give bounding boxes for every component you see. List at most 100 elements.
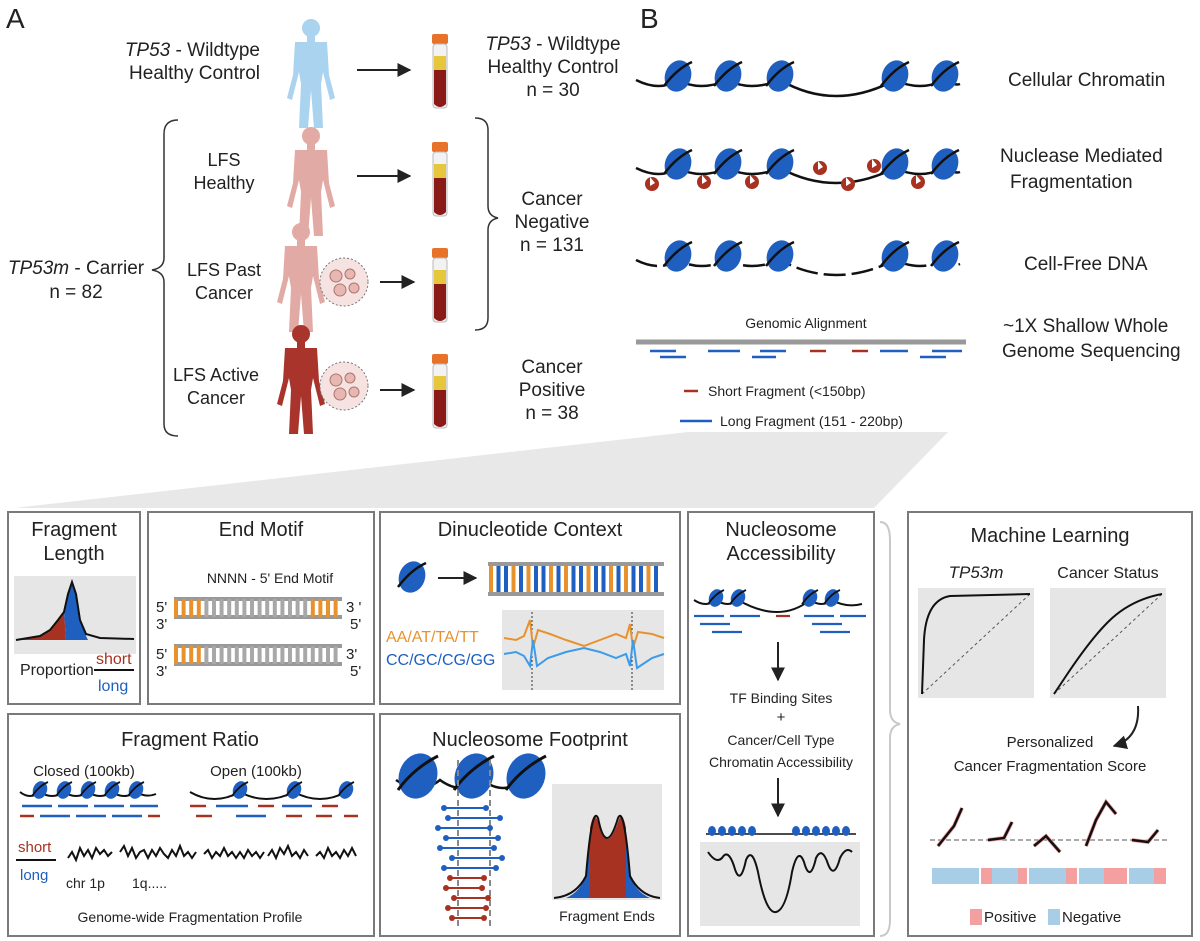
fragment-end [441, 865, 447, 871]
positive-swatch [970, 909, 982, 925]
length-distribution-curve [15, 578, 135, 641]
nuclease-icon [867, 159, 881, 173]
nucleosome-icon [926, 235, 964, 277]
nuclease-icon [745, 175, 759, 189]
motif-5p-1r: 5' [350, 616, 361, 633]
footprint-red-area [590, 816, 626, 898]
nucleosome-icon [761, 143, 799, 185]
chromatin-accessibility-label: Chromatin Accessibility [709, 754, 853, 770]
negative-label: Negative [1062, 909, 1121, 926]
fragment-end [445, 815, 451, 821]
positive-label: Cancer [521, 357, 583, 378]
control-right-gene: TP53 [485, 34, 531, 55]
chr1p-label: chr 1p [66, 875, 105, 891]
blood-tube-icon [431, 353, 449, 429]
fragment-end [497, 815, 503, 821]
short-legend: Short Fragment (<150bp) [708, 383, 866, 399]
dinucleotide-panel: Dinucleotide Context AA/AT/TA/TT CC/GC/C… [379, 511, 681, 705]
fragment-end [493, 865, 499, 871]
nucleosome-accessibility-panel: Nucleosome Accessibility TF Binding Site… [687, 511, 875, 937]
negative-n: n = 131 [520, 235, 584, 256]
row-cfdna: Cell-Free DNA [1024, 254, 1148, 275]
motif-3p-2r: 3' [346, 646, 357, 663]
footprint-fragments [435, 805, 505, 921]
profile-label: Genome-wide Fragmentation Profile [78, 909, 303, 925]
end-motif-subtitle: NNNN - 5' End Motif [207, 570, 333, 586]
machine-learning-panel: Machine Learning TP53m Cancer Status Per… [907, 511, 1193, 937]
status-segment [992, 868, 1018, 884]
fragment-end [437, 845, 443, 851]
nuclease-icon [697, 175, 711, 189]
fragment-ends-label: Fragment Ends [559, 908, 655, 924]
footprint-curve [553, 814, 661, 899]
nuclease-icon [911, 175, 925, 189]
end-motif-title: End Motif [219, 519, 304, 541]
row-cellular-chromatin: Cellular Chromatin [1008, 70, 1165, 91]
score-label-2: Cancer Fragmentation Score [954, 758, 1147, 775]
positive-label-2: Positive [519, 380, 586, 401]
fragment-end [483, 805, 489, 811]
accessibility-title-1: Nucleosome [725, 519, 836, 541]
roc2-diagonal [1053, 593, 1163, 695]
fragment-end [495, 835, 501, 841]
nucleosome-icon [876, 235, 914, 277]
positive-label: Positive [984, 909, 1037, 926]
fragment-end [481, 915, 487, 921]
fragment-end [449, 855, 455, 861]
motif-3p-1r: 3 ' [346, 599, 362, 616]
dinucleotide-helix [488, 562, 664, 596]
nucleosome-icon [822, 826, 830, 836]
open-dna [189, 790, 347, 800]
roc-curve-icon [921, 593, 1031, 695]
negative-label: Cancer [521, 189, 583, 210]
motif-5p-2r: 5' [350, 663, 361, 680]
proportion-label: Proportion [20, 662, 94, 679]
status-segment [1018, 868, 1028, 884]
footprint-blue-right [626, 840, 650, 898]
row-nuclease-1: Nuclease Mediated [1000, 146, 1163, 167]
status-segment [1154, 868, 1166, 884]
fragment-ratio-panel: Fragment Ratio Closed (100kb) Open (100k… [7, 713, 375, 937]
fragment-length-title-2: Length [43, 543, 104, 565]
long-label: long [98, 678, 128, 695]
carrier-n: n = 82 [49, 282, 102, 303]
alignment-label: Genomic Alignment [745, 315, 867, 331]
nucleosome-icon [832, 826, 840, 836]
lfs-past-label-2: Cancer [195, 283, 253, 303]
chr1q-label: 1q..... [132, 875, 167, 891]
panel-a: A TP53 - Wildtype Healthy Control TP53 -… [6, 3, 621, 437]
long-legend: Long Fragment (151 - 220bp) [720, 413, 903, 429]
nucleosome-icon [761, 55, 799, 97]
nucleosome-icon [659, 235, 697, 277]
lfs-healthy-label-2: Healthy [193, 173, 254, 193]
fragment-end [491, 845, 497, 851]
lfs-healthy-label: LFS [207, 150, 240, 170]
status-segment [1104, 868, 1128, 884]
human-control-icon [287, 19, 335, 128]
control-label-2: Healthy Control [129, 63, 260, 84]
human-lfs-active-icon [277, 325, 325, 434]
nucleosome-icon [709, 235, 747, 277]
accessibility-profile [707, 849, 853, 914]
carrier-suffix: - Carrier [69, 258, 145, 279]
fragment-end [443, 835, 449, 841]
fragment-end [479, 885, 485, 891]
short-label: short [96, 651, 132, 668]
fragment-end [483, 905, 489, 911]
fragment-length-title-1: Fragment [31, 519, 117, 541]
control-wildtype: - Wildtype [170, 40, 260, 61]
nucleosome-icon [876, 143, 914, 185]
nucleosome-icon [709, 55, 747, 97]
ml-title: Machine Learning [971, 525, 1130, 547]
nuclease-icon [813, 161, 827, 175]
nucleosome-icon [812, 826, 820, 836]
nucleosome-icon [802, 826, 810, 836]
lfs-active-label: LFS Active [173, 365, 259, 385]
row-nuclease-2: Fragmentation [1010, 172, 1133, 193]
negative-swatch [1048, 909, 1060, 925]
nucleosome-icon [728, 826, 736, 836]
nucleosome-icon [876, 55, 914, 97]
fragment-end [441, 805, 447, 811]
aa-label: AA/AT/TA/TT [386, 629, 479, 646]
